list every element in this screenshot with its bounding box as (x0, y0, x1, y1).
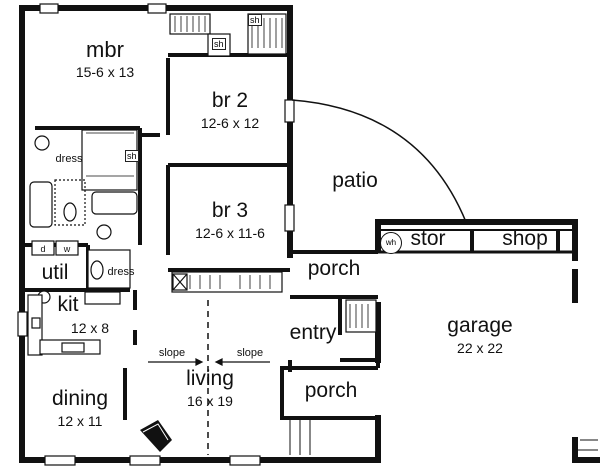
hatch-1 (174, 16, 206, 32)
washer-box (55, 240, 79, 256)
mbr-dimensions: 15-6 x 13 (75, 64, 135, 80)
slope-arrowhead-left (195, 358, 204, 366)
living-label: living (186, 367, 234, 390)
stor-label: stor (410, 227, 446, 250)
toilet-2 (90, 260, 104, 280)
br3-label: br 3 (211, 199, 249, 222)
br2-dimensions: 12-6 x 12 (200, 115, 260, 131)
dryer-box (31, 240, 55, 256)
range (31, 317, 41, 329)
fireplace-inner (142, 423, 169, 441)
window-dining (44, 455, 76, 466)
shelf-closet-label: sh (212, 38, 226, 50)
hall-x (172, 273, 188, 291)
window-2 (147, 3, 167, 14)
slope-left-label: slope (158, 347, 186, 359)
porch-top-label: porch (307, 257, 361, 280)
shop-label: shop (502, 227, 548, 250)
garage-ramp (578, 439, 598, 451)
mbr-label: mbr (86, 37, 124, 62)
window-br2 (284, 99, 295, 123)
patio-edge-arc (291, 99, 467, 223)
hatch-2 (251, 18, 283, 48)
kit-label: kit (57, 293, 79, 316)
fireplace (140, 420, 172, 452)
closet-mbr-1 (169, 13, 211, 35)
bathtub-right (91, 191, 138, 215)
slope-arrowhead-right (214, 358, 223, 366)
water-heater-label: wh (380, 232, 402, 254)
br2-label: br 2 (211, 89, 249, 112)
garage-label: garage (447, 314, 513, 337)
garage-top-wall (375, 219, 578, 261)
hatch-5 (349, 304, 369, 328)
bathtub-left (29, 181, 53, 228)
porch-steps (289, 420, 311, 455)
window-left (17, 311, 28, 337)
porch-bottom-label: porch (304, 379, 358, 402)
toilet-1 (63, 202, 77, 222)
dryer-label: d (40, 244, 46, 254)
outer-wall-top (19, 5, 293, 103)
dress-lower-label: dress (107, 266, 135, 278)
entry-closet (345, 299, 377, 333)
window-br3 (284, 204, 295, 232)
dress-upper-label: dress (55, 153, 83, 165)
entry-label: entry (289, 321, 337, 344)
patio-label: patio (332, 169, 378, 192)
kit-counter-top (84, 291, 121, 305)
bath-tile (54, 179, 86, 226)
util-label: util (41, 261, 69, 284)
hall-x-box (172, 273, 188, 291)
window-living-1 (129, 455, 161, 466)
garage-right-bottom (572, 437, 600, 463)
sink-mbr (34, 135, 50, 151)
washer-label: w (63, 244, 71, 254)
hall-closets (171, 271, 283, 293)
garage-dimensions: 22 x 22 (457, 340, 503, 356)
shelf-top-label: sh (248, 14, 262, 26)
kit-sink (61, 342, 85, 353)
slope-right-label: slope (236, 347, 264, 359)
kit-dimensions: 12 x 8 (70, 320, 110, 336)
hatch-3 (86, 132, 134, 177)
sink-bath (96, 224, 112, 240)
window-living-2 (229, 455, 261, 466)
window-1 (39, 3, 59, 14)
shelf-bath-label: sh (125, 150, 139, 162)
living-dimensions: 16 x 19 (187, 393, 233, 409)
dining-label: dining (51, 387, 109, 410)
hatch-4 (189, 275, 271, 289)
dining-dimensions: 12 x 11 (57, 413, 103, 429)
br3-dimensions: 12-6 x 11-6 (195, 225, 265, 241)
